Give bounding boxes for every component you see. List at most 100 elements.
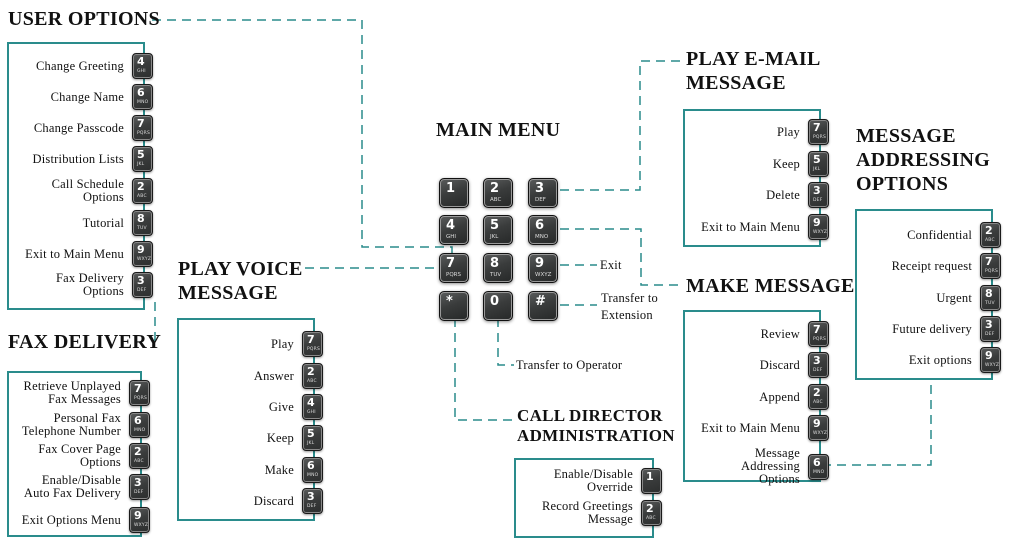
- keypad-key-icon[interactable]: 1: [641, 468, 662, 494]
- key-number: 1: [646, 470, 654, 483]
- option-label: Play: [271, 337, 294, 351]
- call-director-title-2: ADMINISTRATION: [517, 426, 675, 445]
- key-number: 7: [813, 121, 821, 134]
- call-director-title-1: CALL DIRECTOR: [517, 406, 663, 425]
- key-letters: MNO: [813, 469, 825, 475]
- option-label-line: Discard: [253, 493, 294, 508]
- main-key-star[interactable]: *: [439, 291, 469, 321]
- key-number: 3: [307, 490, 315, 503]
- option-label-line: Answer: [253, 368, 294, 383]
- option-label-line: Keep: [772, 156, 800, 171]
- main-key-1[interactable]: 1: [439, 178, 469, 208]
- addressing-title-2: ADDRESSING: [856, 149, 991, 171]
- play-email-title-2: MESSAGE: [686, 72, 786, 94]
- make-message-title: MAKE MESSAGE: [686, 275, 855, 297]
- key-letters: MNO: [134, 428, 146, 433]
- option-label: Exit to Main Menu: [701, 421, 800, 435]
- key-letters: WXYZ: [137, 257, 152, 262]
- main-key-hash[interactable]: #: [528, 291, 558, 321]
- main-key-0[interactable]: 0: [483, 291, 513, 321]
